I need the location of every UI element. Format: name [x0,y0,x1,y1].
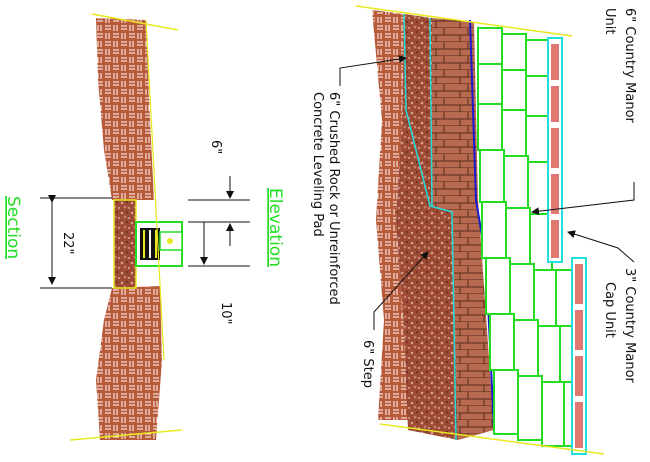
cap-units-column [547,37,587,455]
step-leader [373,251,429,330]
cap-label-2: Cap Unit [602,282,617,338]
section-title: Section [3,196,23,259]
earth-strip [372,10,408,420]
crushed-rock-leader [339,55,407,86]
unit-leader [531,182,635,216]
unit-label-1: 6" Country Manor [622,8,637,124]
brick-band [432,18,494,440]
elevation-view [355,5,605,455]
dimension-bottom-label: 10" [218,302,233,325]
section-view: 22" 6" 10" Section Elevation [3,13,285,441]
unit-label-2: Unit [602,8,617,34]
wall-units-grid [477,27,579,447]
step-label: 6" Step [360,340,375,388]
dimension-bottom: 10" [188,222,250,325]
cap-leader [567,230,635,263]
dimension-overall: 22" [40,195,112,289]
gravel-band [396,14,458,440]
crushed-rock-label-2: Concrete Leveling Pad [310,92,325,237]
dimension-top: 6" [188,140,250,246]
dimension-overall-label: 22" [60,232,75,255]
grade-line-bottom [69,429,183,441]
soil-upper [96,18,154,200]
dimension-top-label: 6" [208,140,223,154]
cap-label-1: 3" Country Manor [622,268,637,384]
grade-line-top [91,13,179,31]
gravel-pad [113,199,137,289]
crushed-rock-label-1: 6" Crushed Rock or Unreinforced [326,92,341,305]
callouts: 6" Crushed Rock or Unreinforced Concrete… [310,8,637,388]
elevation-title: Elevation [265,188,285,267]
soil-lower [96,286,162,440]
